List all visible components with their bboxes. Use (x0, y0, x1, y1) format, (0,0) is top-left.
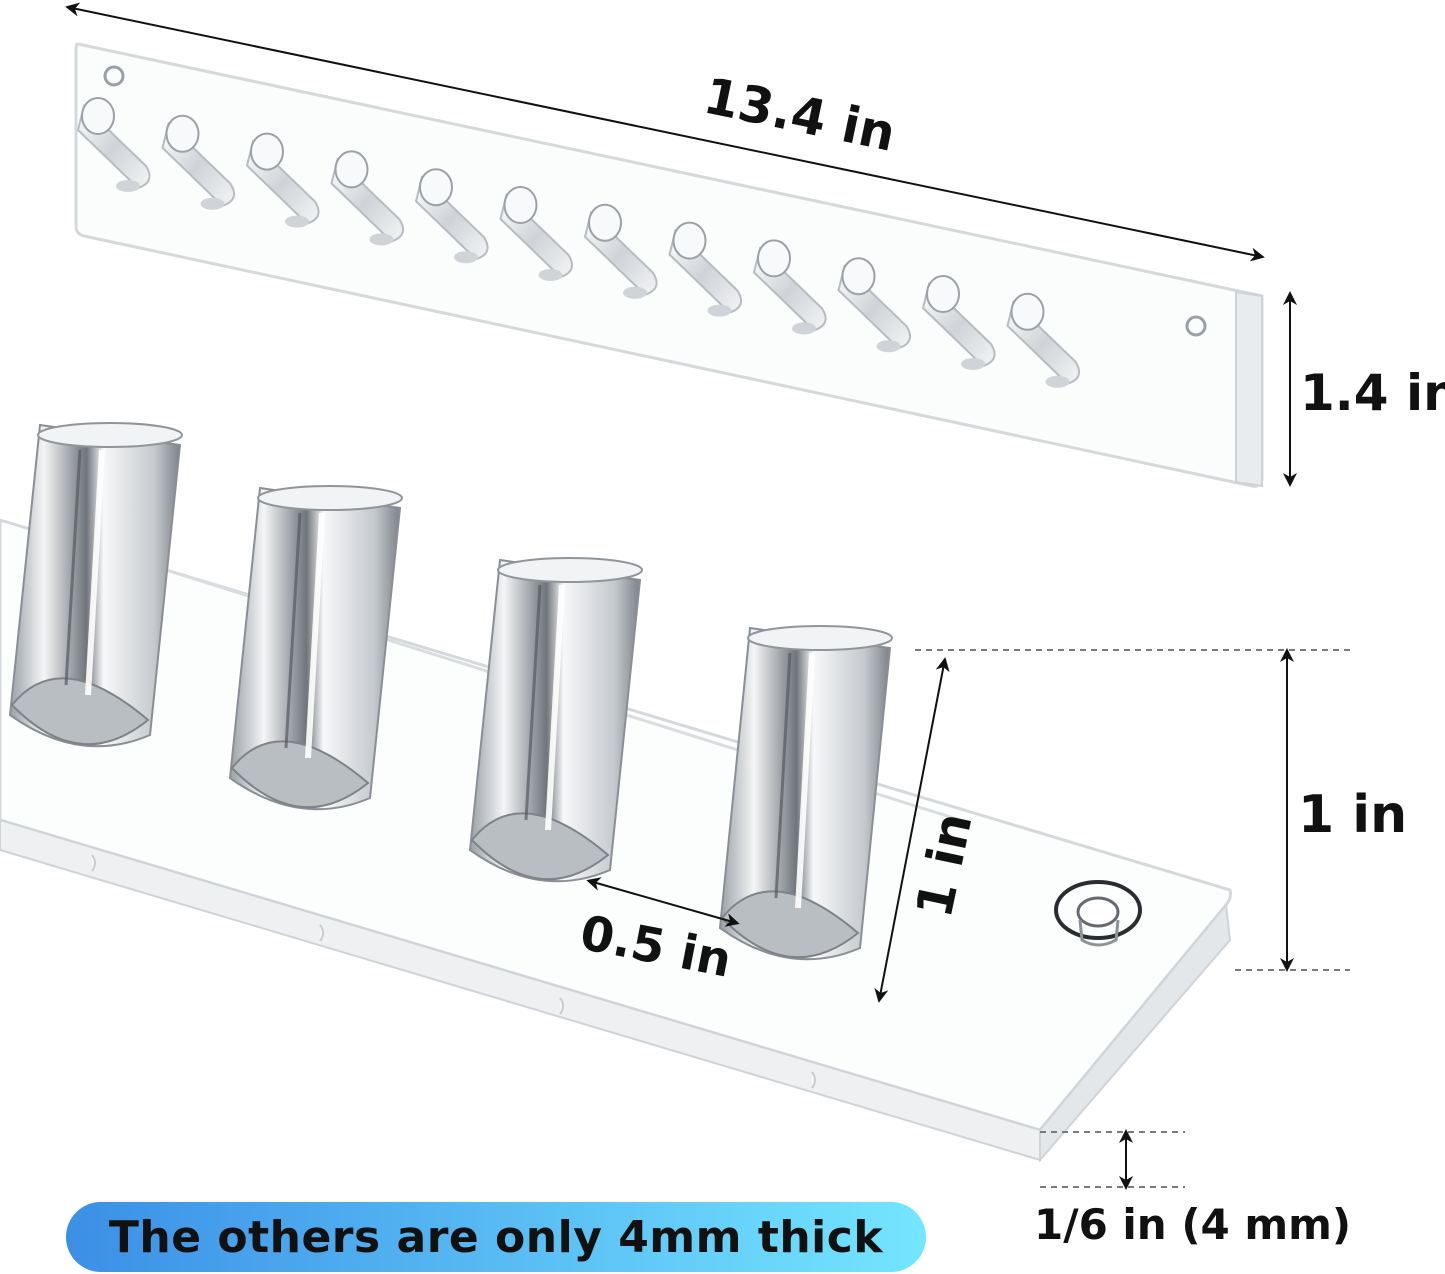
peg-height-dimension: 1 in (915, 648, 1407, 972)
peg (468, 557, 643, 883)
screw-hole-icon (1185, 315, 1207, 337)
closeup-peg-row (8, 422, 893, 961)
arrow-icon (874, 657, 950, 1003)
height-dimension: 1.4 in (1283, 291, 1445, 487)
peg-height-label: 1 in (1298, 785, 1407, 845)
closeup-hanger-board (0, 422, 1232, 1163)
peg (8, 422, 183, 748)
thickness-dimension (1040, 1129, 1185, 1190)
screw-hole-icon (1054, 880, 1142, 947)
comparison-banner: The others are only 4mm thick (66, 1202, 926, 1272)
thickness-label: 1/6 in (4 mm) (1034, 1200, 1352, 1249)
banner-text: The others are only 4mm thick (108, 1211, 884, 1263)
arrow-icon (586, 877, 740, 927)
height-label: 1.4 in (1300, 364, 1445, 422)
small-peg (837, 257, 912, 353)
peg (228, 485, 403, 811)
top-hanger-board (74, 42, 1264, 488)
length-label: 13.4 in (699, 67, 900, 163)
small-peg (1006, 292, 1081, 388)
small-peg (921, 275, 996, 370)
arrow-icon (65, 2, 1265, 262)
peg (718, 625, 893, 961)
